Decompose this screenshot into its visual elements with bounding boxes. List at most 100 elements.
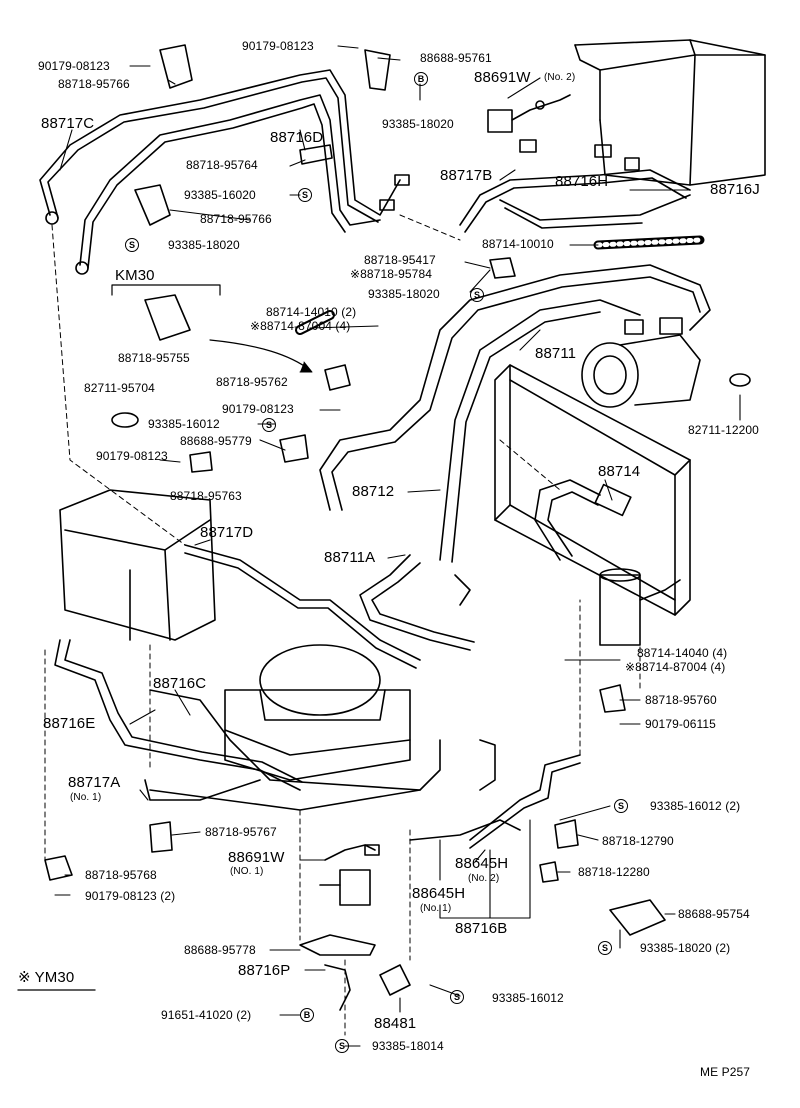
part-label: 88718-95766 <box>200 212 272 226</box>
part-label: 93385-16012 (2) <box>650 799 741 813</box>
part-label: 88717C <box>41 115 95 132</box>
clamp-82711-95704 <box>111 412 139 428</box>
fitting <box>45 211 59 225</box>
clamp-88718-95760 <box>599 684 626 713</box>
part-label: 88691W <box>228 849 285 866</box>
clamp-88718-95417 <box>489 257 516 279</box>
part-label: 88716C <box>153 675 207 692</box>
part-sub-label: (No. 2) <box>544 72 576 83</box>
part-label: 93385-16020 <box>184 188 256 202</box>
part-label: 88714-14010 (2) <box>266 305 357 319</box>
clamp-88718-95768 <box>44 855 73 881</box>
part-label: 88712 <box>352 483 395 500</box>
part-label: ※88714-87004 (4) <box>250 319 351 333</box>
hose-piece <box>454 574 471 606</box>
s-symbol: S <box>614 799 628 813</box>
part-label: 93385-16012 <box>148 417 220 431</box>
part-label: 90179-06115 <box>645 717 716 731</box>
part-label: 88718-12790 <box>602 834 674 848</box>
part-label: 88716P <box>238 962 291 979</box>
clamp-88718-95764 <box>299 144 333 165</box>
cooling-unit-lower <box>224 644 411 781</box>
hose-88714 <box>534 479 632 561</box>
s-symbol: S <box>470 288 484 302</box>
clamp-82711-12200 <box>729 373 751 387</box>
part-label: 90179-08123 <box>96 449 168 463</box>
part-label: 88717B <box>440 167 493 184</box>
part-label: 90179-08123 <box>38 59 110 73</box>
lines-88717B-88716H-88716J <box>459 94 691 233</box>
fitting <box>379 199 395 211</box>
part-label: 88718-95417 <box>364 253 436 267</box>
part-label: 88717A <box>68 774 121 791</box>
clamp-88718-12280 <box>539 861 559 883</box>
s-symbol: S <box>335 1039 349 1053</box>
hose-88716D <box>79 94 381 269</box>
variant-label: ※ YM30 <box>18 969 75 986</box>
hose-88711A <box>359 554 471 651</box>
part-label: 82711-95704 <box>84 381 155 395</box>
s-symbol: S <box>298 188 312 202</box>
part-label: 88688-95754 <box>678 907 750 921</box>
part-label: 88716D <box>270 129 324 146</box>
part-label: 90179-08123 <box>222 402 294 416</box>
part-label: 88645H <box>412 885 466 902</box>
clamp-88718-95767 <box>149 821 173 853</box>
part-label: 90179-08123 (2) <box>85 889 176 903</box>
part-sub-label: (No. 1) <box>70 792 102 803</box>
part-label: 91651-41020 (2) <box>161 1008 252 1022</box>
part-label: 88714 <box>598 463 641 480</box>
part-label: 88716B <box>455 920 508 937</box>
bracket-88688-95778 <box>299 934 376 956</box>
clamp-88718-95766 <box>159 44 193 89</box>
part-label: 82711-12200 <box>688 423 759 437</box>
part-sub-label: (No. 2) <box>468 873 500 884</box>
part-label: 88718-95762 <box>216 375 288 389</box>
clamp-88718-95762 <box>324 364 351 391</box>
part-label: 88718-95763 <box>170 489 242 503</box>
part-label: 93385-18014 <box>372 1039 444 1053</box>
hose-88711 <box>319 264 711 563</box>
clamp-88718-95766-b <box>134 184 171 226</box>
compressor <box>581 317 701 408</box>
part-88481 <box>379 964 411 996</box>
part-label: 88718-95767 <box>205 825 277 839</box>
bracket-88688-95779 <box>279 434 309 463</box>
evaporator-unit <box>574 39 766 186</box>
part-label: 88718-12280 <box>578 865 650 879</box>
s-symbol: S <box>125 238 139 252</box>
clamp-88718-95755 <box>144 294 191 341</box>
hose-88717C <box>39 69 401 223</box>
part-label: 88718-95766 <box>58 77 130 91</box>
part-label: 88688-95778 <box>184 943 256 957</box>
part-label: 88691W <box>474 69 531 86</box>
bracket-88688-95754 <box>609 899 666 936</box>
hose-88716P <box>324 964 351 1011</box>
fitting <box>75 261 89 275</box>
valve-88691W-no2 <box>487 109 513 133</box>
valve-88691W-no1 <box>319 844 380 906</box>
sensor-wire <box>479 739 496 791</box>
lines-lower <box>54 639 581 849</box>
bracket-88688-95761 <box>364 49 391 91</box>
part-label: ※88718-95784 <box>350 267 432 281</box>
hose-88717D <box>184 544 421 661</box>
part-label: 88718-95760 <box>645 693 717 707</box>
part-label: 88716E <box>43 715 96 732</box>
clamp-88718-95763 <box>189 451 213 473</box>
part-label: 88714-10010 <box>482 237 554 251</box>
s-symbol: B <box>414 72 428 86</box>
s-symbol: S <box>598 941 612 955</box>
s-symbol: S <box>450 990 464 1004</box>
part-label: 88718-95764 <box>186 158 258 172</box>
part-label: 88645H <box>455 855 509 872</box>
body-panel <box>59 489 216 641</box>
s-symbol: S <box>262 418 276 432</box>
s-symbol: B <box>300 1008 314 1022</box>
part-label: 88481 <box>374 1015 417 1032</box>
part-label: 93385-16012 <box>492 991 564 1005</box>
part-label: 88716H <box>555 173 609 190</box>
leader-lines <box>54 45 741 1047</box>
